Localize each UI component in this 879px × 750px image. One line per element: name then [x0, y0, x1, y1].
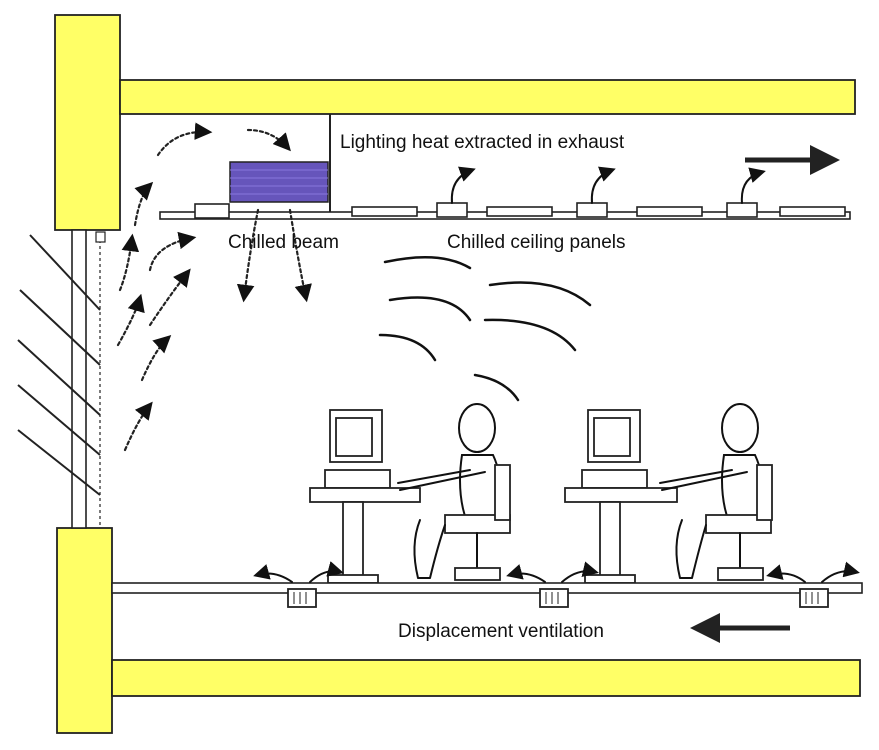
label-chilled-beam: Chilled beam: [228, 232, 339, 253]
floor-diffuser-3: [799, 588, 829, 608]
raised-floor: [111, 582, 863, 608]
sun-rays: [17, 234, 101, 496]
person-1-head: [458, 403, 496, 453]
upper-slab: [119, 79, 856, 115]
radiant-arcs: [378, 255, 592, 402]
label-lighting-heat: Lighting heat extracted in exhaust: [340, 132, 625, 153]
beam-down-flow: [236, 208, 312, 303]
workstation-2: [564, 403, 773, 584]
window-glazing: [71, 229, 106, 529]
floor-diffuser-1: [287, 588, 317, 608]
convection-arrows: [116, 122, 291, 452]
workstation-1: [309, 403, 511, 584]
desk-1: [309, 487, 421, 503]
chilled-ceiling-panels: [351, 202, 846, 218]
lower-slab: [111, 659, 861, 697]
floor-diffuser-2: [539, 588, 569, 608]
person-2-head: [721, 403, 759, 453]
lower-column: [56, 527, 113, 734]
exhaust-arrows: [450, 145, 840, 204]
desk-2: [564, 487, 678, 503]
upper-column: [54, 14, 121, 231]
label-chilled-ceiling: Chilled ceiling panels: [447, 232, 626, 253]
diffuser-arrows: [253, 561, 860, 583]
chilled-beam: [194, 161, 329, 219]
label-displacement: Displacement ventilation: [398, 621, 604, 642]
